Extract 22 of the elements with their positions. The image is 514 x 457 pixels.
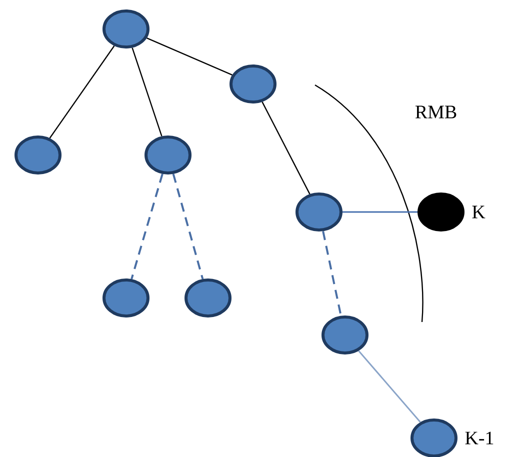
tree-node: [102, 278, 150, 318]
tree-node: [184, 278, 232, 318]
connector-line: [358, 350, 421, 423]
tree-node: [102, 10, 150, 48]
connector-line: [172, 174, 204, 280]
connector-line: [130, 174, 164, 280]
tree-node: [144, 136, 192, 174]
connector-line: [262, 102, 310, 194]
node-label: K: [472, 206, 486, 218]
connector-line: [342, 211, 418, 213]
connector-line: [132, 48, 162, 136]
tree-node: [296, 192, 342, 232]
node-label: K-1: [465, 432, 494, 444]
tree-node: [410, 418, 458, 457]
connector-line: [49, 46, 115, 138]
connector-line: [322, 231, 342, 316]
tree-node: [230, 64, 276, 104]
filled-node: [418, 192, 464, 232]
region-label: RMB: [415, 106, 456, 118]
tree-node: [14, 136, 62, 174]
tree-node: [322, 316, 368, 354]
connector-line: [146, 37, 232, 76]
